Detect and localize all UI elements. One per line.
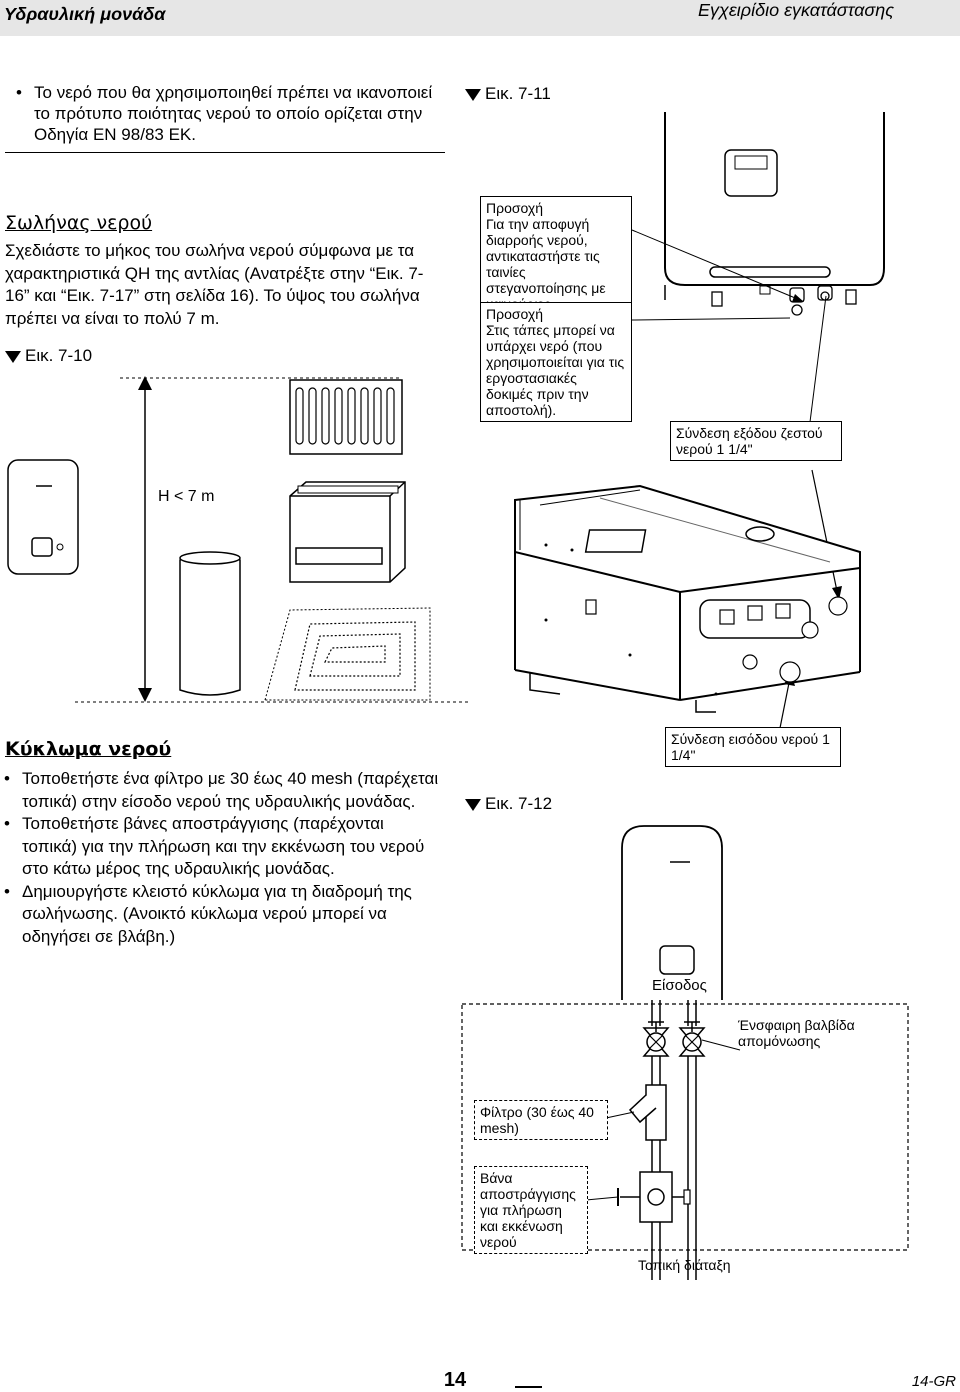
caption-triangle-icon <box>465 798 481 811</box>
fig-7-11-caption: Εικ. 7-11 <box>465 84 551 104</box>
footer-page-number: 14 <box>435 1369 475 1391</box>
intro-bullet-list: Το νερό που θα χρησιμοποιηθεί πρέπει να … <box>12 82 442 145</box>
fig-7-12-caption-text: Εικ. 7-12 <box>485 794 553 813</box>
fig-7-11-caption-text: Εικ. 7-11 <box>485 84 551 103</box>
caption-triangle-icon <box>465 88 481 101</box>
water-circuit-bullets: Τοποθετήστε ένα φίλτρο με 30 έως 40 mesh… <box>0 768 440 948</box>
header-manual-title: Εγχειρίδιο εγκατάστασης <box>698 0 894 20</box>
water-circuit-bullet-1: Τοποθετήστε ένα φίλτρο με 30 έως 40 mesh… <box>0 768 440 813</box>
filter-label: Φίλτρο (30 έως 40 mesh) <box>474 1100 608 1140</box>
caution-box-caps: Προσοχή Στις τάπες μπορεί να υπάρχει νερ… <box>480 302 632 422</box>
water-pipe-text: Σχεδιάστε το μήκος του σωλήνα νερού σύμφ… <box>5 241 424 328</box>
drain-valve-label: Βάνα αποστράγγισης για πλήρωση και εκκέν… <box>474 1166 588 1254</box>
footer-page-number-wrap: 14 <box>395 1369 515 1392</box>
page-header-bar <box>0 0 960 36</box>
local-installation-label: Τοπική διάταξη <box>638 1257 731 1273</box>
hot-outlet-label: Σύνδεση εξόδου ζεστού νερού 1 1/4" <box>670 421 842 461</box>
water-circuit-heading: Κύκλωμα νερού <box>5 738 172 760</box>
height-label: H < 7 m <box>158 488 215 505</box>
water-circuit-bullet-2: Τοποθετήστε βάνες αποστράγγισης (παρέχον… <box>0 813 440 881</box>
fig-7-12-caption: Εικ. 7-12 <box>465 794 552 814</box>
intro-bullet: Το νερό που θα χρησιμοποιηθεί πρέπει να … <box>12 82 442 145</box>
fig-7-10-caption: Εικ. 7-10 <box>5 346 92 366</box>
ball-valve-label: Ένσφαιρη βαλβίδα απομόνωσης <box>738 1017 855 1049</box>
caution-box-tapes: Προσοχή Για την αποφυγή διαρροής νερού, … <box>480 196 632 316</box>
caption-triangle-icon <box>5 350 21 363</box>
footer-page-code: 14-GR <box>911 1373 956 1390</box>
inlet-label: Είσοδος <box>652 977 707 994</box>
fig-7-10-caption-text: Εικ. 7-10 <box>25 346 93 365</box>
header-section-title: Υδραυλική μονάδα <box>4 4 166 24</box>
section-divider <box>5 152 445 153</box>
water-pipe-heading: Σωλήνας νερού <box>5 212 153 234</box>
water-circuit-bullet-3: Δημιουργήστε κλειστό κύκλωμα για τη διαδ… <box>0 881 440 949</box>
inlet-connection-label: Σύνδεση εισόδου νερού 1 1/4" <box>665 727 841 767</box>
